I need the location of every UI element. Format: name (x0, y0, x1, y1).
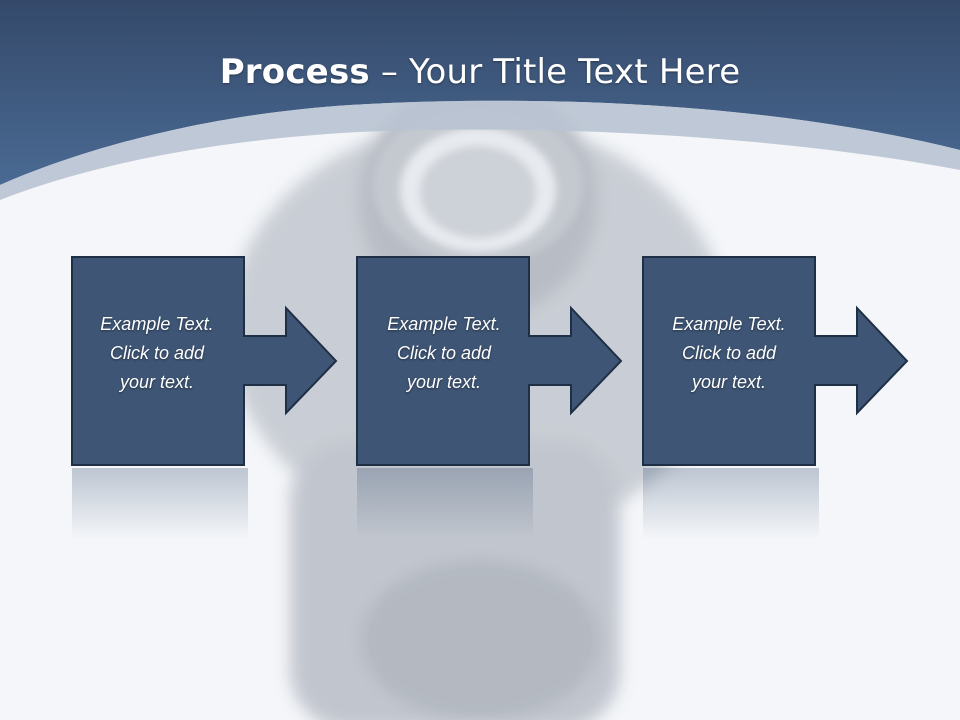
step-text: Example Text. Click to add your text. (642, 310, 816, 397)
step-reflection-2 (357, 468, 533, 540)
barrel-muzzle (373, 105, 583, 265)
step-line: Click to add (109, 343, 205, 363)
header-band (0, 0, 960, 185)
process-step-shape-2 (356, 256, 623, 466)
step-reflection-1 (72, 468, 248, 540)
step-reflection-3 (643, 468, 819, 540)
process-step-3[interactable]: Example Text. Click to add your text. (642, 256, 818, 466)
title-rest: – Your Title Text Here (369, 52, 741, 92)
process-step-1[interactable]: Example Text. Click to add your text. (70, 256, 246, 466)
step-text: Example Text. Click to add your text. (357, 310, 531, 397)
step-line: your text. (691, 372, 767, 392)
step-line: Click to add (681, 343, 777, 363)
process-step-shape-3 (642, 256, 909, 466)
header-swoosh (0, 100, 960, 200)
process-step-2[interactable]: Example Text. Click to add your text. (357, 256, 533, 466)
step-line: Click to add (396, 343, 492, 363)
step-line: Example Text. (100, 314, 214, 334)
slide-title[interactable]: Process – Your Title Text Here (0, 52, 960, 92)
process-step-shape-1 (71, 256, 338, 466)
title-bold: Process (219, 52, 370, 92)
step-text: Example Text. Click to add your text. (70, 310, 244, 397)
step-line: Example Text. (387, 314, 501, 334)
step-line: Example Text. (672, 314, 786, 334)
step-line: your text. (406, 372, 482, 392)
step-line: your text. (119, 372, 195, 392)
